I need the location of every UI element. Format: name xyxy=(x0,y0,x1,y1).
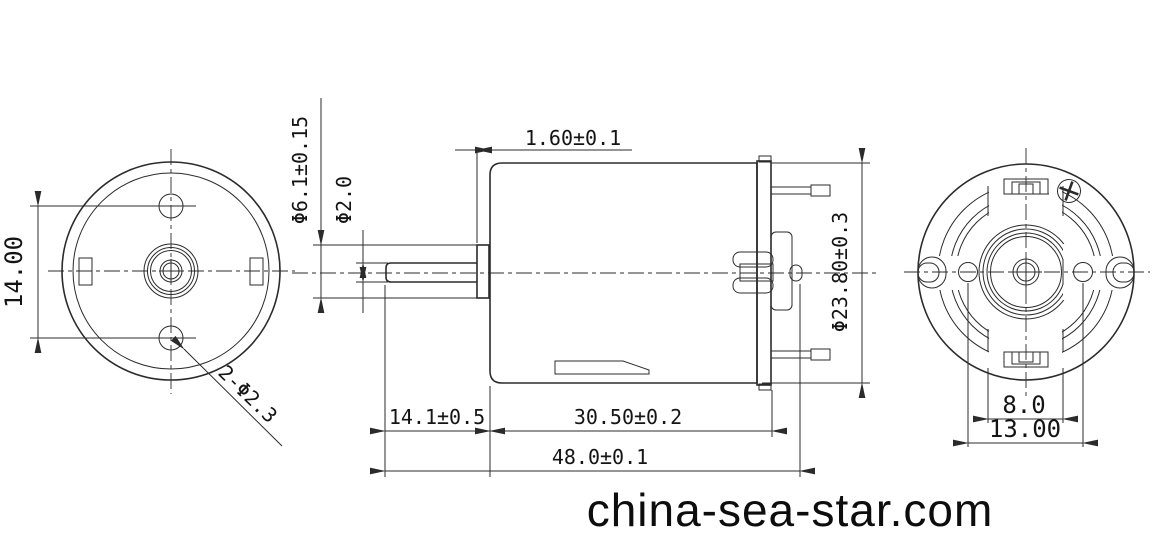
rear-view: 8.0 13.00 xyxy=(904,148,1150,447)
dim-label-body-len: 30.50±0.2 xyxy=(574,405,682,429)
dim-boss-dia: Φ6.1±0.15 xyxy=(288,98,477,314)
dim-label-total-len: 48.0±0.1 xyxy=(552,445,648,469)
front-tab-right xyxy=(249,257,264,286)
terminal-slot-left xyxy=(917,256,947,289)
dim-label-body-dia: Φ23.80±0.3 xyxy=(828,212,852,332)
screw-head xyxy=(1057,179,1081,203)
dim-shaft-len: 14.1±0.5 xyxy=(369,285,506,477)
side-view: Φ6.1±0.15 Φ2.0 1.60±0.1 Φ23.80±0.3 xyxy=(288,98,876,477)
dim-body-dia: Φ23.80±0.3 xyxy=(762,147,870,399)
dim-label-rear-hole-spacing: 13.00 xyxy=(989,415,1061,443)
dim-total-len: 48.0±0.1 xyxy=(369,284,816,477)
dim-label-boss-len: 1.60±0.1 xyxy=(525,126,621,150)
front-view: 14.00 2-Φ2.3 xyxy=(0,149,295,447)
terminal-top xyxy=(771,184,831,197)
watermark-text: china-sea-star.com xyxy=(587,484,994,536)
bearing-boss xyxy=(476,244,490,299)
terminal-bottom xyxy=(771,348,831,361)
dim-front-hole-spacing: 14.00 xyxy=(0,190,196,354)
dim-label-shaft-dia: Φ2.0 xyxy=(332,176,356,224)
terminal-slot-right xyxy=(1105,256,1135,289)
dim-body-len: 30.50±0.2 xyxy=(474,390,788,437)
dim-shaft-dia: Φ2.0 xyxy=(332,176,388,313)
dim-front-hole-callout: 2-Φ2.3 xyxy=(170,335,283,447)
dim-label-front-hole-spacing: 14.00 xyxy=(0,236,28,308)
shaft xyxy=(385,262,477,283)
dim-label-shaft-len: 14.1±0.5 xyxy=(389,405,485,429)
dim-label-flat-width: 8.0 xyxy=(1002,391,1045,419)
rear-hole-left xyxy=(958,262,978,282)
dim-label-boss-dia: Φ6.1±0.15 xyxy=(288,116,312,224)
dim-rear-hole-spacing: 13.00 xyxy=(952,283,1099,447)
rear-boss-plate xyxy=(770,231,793,311)
motor-body xyxy=(489,162,758,384)
dim-label-front-hole-callout: 2-Φ2.3 xyxy=(214,360,283,427)
front-tab-left xyxy=(78,257,93,286)
dim-flat-width: 8.0 xyxy=(972,368,1079,423)
brush-clip xyxy=(732,251,774,294)
dim-boss-len: 1.60±0.1 xyxy=(455,126,632,243)
vent-slot xyxy=(554,360,650,375)
